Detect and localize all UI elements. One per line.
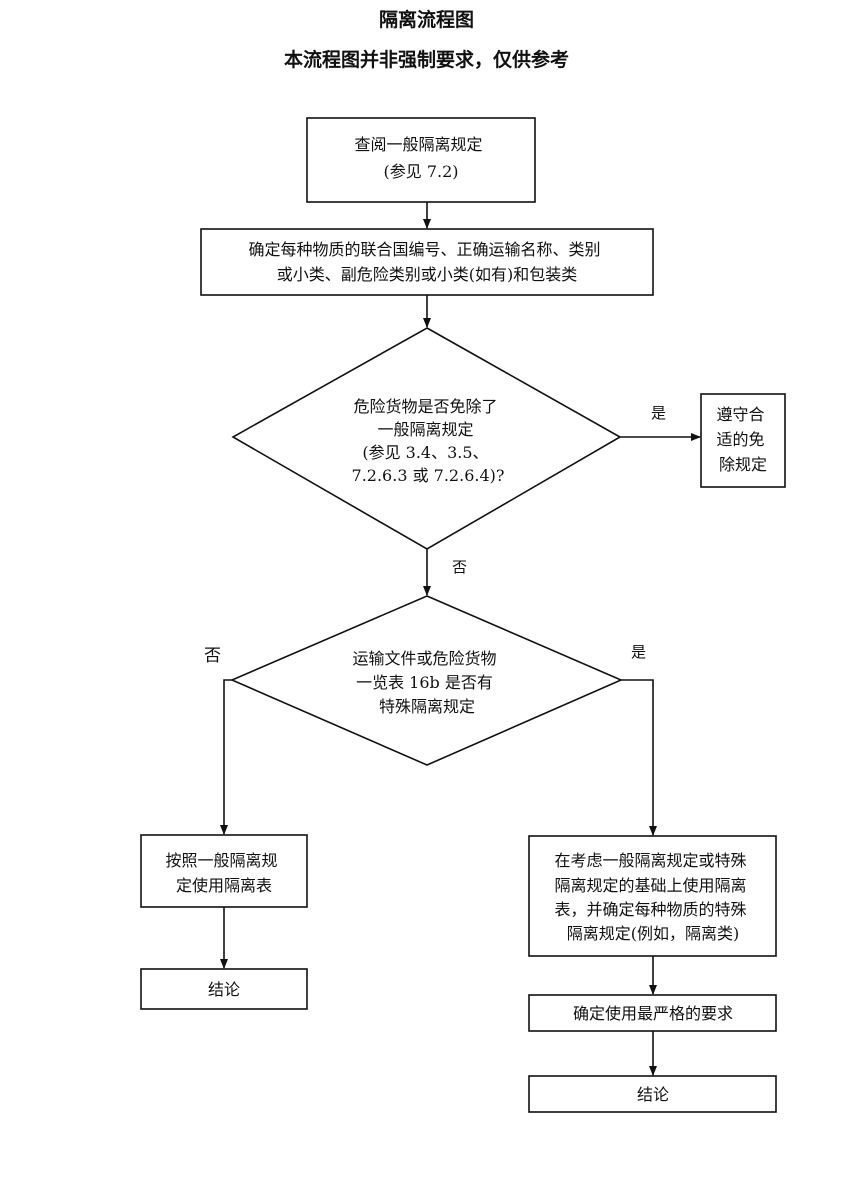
- conclusion-left-text: 结论: [208, 980, 240, 999]
- special-table-line-4: 隔离规定(例如，隔离类): [567, 924, 740, 943]
- exempt-rules-box: [700, 393, 786, 488]
- special-q-line-2: 一览表 16b 是否有: [356, 673, 493, 692]
- exempt-rules-line-3: 除规定: [719, 455, 767, 474]
- identify-line-1: 确定每种物质的联合国编号、正确运输名称、类别: [248, 240, 600, 259]
- exempt-q-line-4: 7.2.6.3 或 7.2.6.4)?: [352, 466, 505, 485]
- general-table-box: [140, 834, 308, 908]
- exempt-q-line-1: 危险货物是否免除了: [353, 397, 497, 416]
- start-line-2: (参见 7.2): [383, 162, 458, 181]
- general-table-line-1: 按照一般隔离规: [165, 851, 277, 870]
- exempt-question-text: 危险货物是否免除了 一般隔离规定 (参见 3.4、3.5、 7.2.6.3 或 …: [352, 397, 505, 485]
- special-table-text: 在考虑一般隔离规定或特殊 隔离规定的基础上使用隔离 表，并确定每种物质的特殊 隔…: [554, 851, 751, 943]
- exempt-rules-text: 遵守合 适的免 除规定: [716, 405, 769, 474]
- edge-label-exempt-no: 否: [452, 558, 467, 576]
- special-table-line-3: 表，并确定每种物质的特殊: [554, 900, 746, 919]
- start-box: [306, 117, 536, 203]
- special-q-line-3: 特殊隔离规定: [379, 697, 475, 716]
- strictest-line: 确定使用最严格的要求: [573, 1004, 733, 1023]
- edge-label-special-yes: 是: [631, 643, 646, 661]
- edge-label-special-no: 否: [204, 646, 221, 666]
- general-table-line-2: 定使用隔离表: [176, 876, 272, 895]
- conclusion-left-box: [140, 968, 308, 1010]
- start-text: 查阅一般隔离规定 (参见 7.2): [354, 135, 487, 181]
- arrow-special-no: [220, 679, 232, 835]
- conclusion-right-text: 结论: [637, 1085, 669, 1104]
- edge-label-exempt-yes: 是: [651, 404, 666, 422]
- exempt-q-line-2: 一般隔离规定: [377, 420, 473, 439]
- page-title: 隔离流程图: [378, 9, 474, 31]
- conclusion-left-line: 结论: [208, 980, 240, 999]
- conclusion-right-line: 结论: [637, 1085, 669, 1104]
- identify-text: 确定每种物质的联合国编号、正确运输名称、类别 或小类、副危险类别或小类(如有)和…: [248, 240, 605, 284]
- start-line-1: 查阅一般隔离规定: [354, 135, 482, 154]
- general-table-text: 按照一般隔离规 定使用隔离表: [165, 851, 282, 895]
- special-table-line-1: 在考虑一般隔离规定或特殊: [554, 851, 746, 870]
- identify-box: [200, 228, 654, 296]
- exempt-rules-line-1: 遵守合: [716, 405, 764, 424]
- page-subtitle: 本流程图并非强制要求，仅供参考: [283, 49, 569, 71]
- special-question-text: 运输文件或危险货物 一览表 16b 是否有 特殊隔离规定: [352, 649, 501, 716]
- exempt-rules-line-2: 适的免: [716, 430, 764, 449]
- conclusion-right-box: [528, 1075, 777, 1113]
- exempt-q-line-3: (参见 3.4、3.5、: [362, 443, 488, 462]
- special-q-line-1: 运输文件或危险货物: [352, 649, 496, 668]
- identify-line-2: 或小类、副危险类别或小类(如有)和包装类: [277, 265, 578, 284]
- arrow-special-yes: [621, 679, 657, 836]
- strictest-text: 确定使用最严格的要求: [573, 1004, 733, 1023]
- special-decision-diamond: [229, 595, 624, 766]
- special-table-line-2: 隔离规定的基础上使用隔离: [554, 876, 746, 895]
